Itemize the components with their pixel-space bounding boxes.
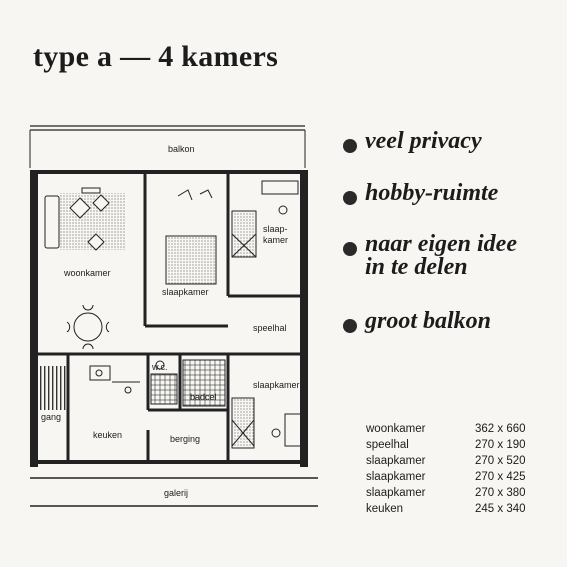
dimension-room: keuken: [366, 503, 404, 515]
label-keuken: keuken: [93, 430, 122, 440]
label-slaapkamer-center: slaapkamer: [162, 287, 209, 297]
dimension-size: 245 x 340: [475, 503, 526, 515]
feature-text: hobby-ruimte: [365, 180, 499, 206]
label-galerij: galerij: [164, 488, 188, 498]
dimension-room: speelhal: [366, 439, 409, 451]
bullet-icon: [343, 139, 357, 153]
dimension-row: slaapkamer 270 x 520: [366, 455, 556, 471]
kitchen-area: [40, 365, 140, 410]
label-berging: berging: [170, 434, 200, 444]
dimension-room: slaapkamer: [366, 487, 426, 499]
dimension-row: keuken 245 x 340: [366, 503, 556, 519]
bathroom-fixtures: [150, 359, 226, 407]
bedroom-lower-furniture: [231, 397, 302, 449]
label-slaapkamer-right-1: slaap-: [263, 224, 288, 234]
dimension-size: 270 x 190: [475, 439, 526, 451]
label-speelhal: speelhal: [253, 323, 287, 333]
dimension-size: 270 x 380: [475, 487, 526, 499]
label-slaapkamer-lower: slaapkamer: [253, 380, 300, 390]
outer-walls: [30, 170, 308, 467]
feature-item: naar eigen idee in te delen: [340, 231, 540, 280]
feature-text: groot balkon: [365, 308, 492, 334]
bedroom-right-furniture: [231, 180, 299, 258]
bullet-icon: [343, 319, 357, 333]
dimension-size: 362 x 660: [475, 423, 526, 435]
label-gang: gang: [41, 412, 61, 422]
dimension-size: 270 x 520: [475, 455, 526, 467]
bullet-icon: [343, 242, 357, 256]
label-badcel: badcel: [190, 392, 217, 402]
label-wc: w.c.: [151, 362, 168, 372]
balcony-rail: [29, 125, 306, 168]
bullet-icon: [343, 191, 357, 205]
dimension-size: 270 x 425: [475, 471, 526, 483]
interior-walls: [38, 172, 300, 462]
feature-text: naar eigen idee in te delen: [365, 231, 517, 280]
dimension-row: slaapkamer 270 x 380: [366, 487, 556, 503]
dimension-room: slaapkamer: [366, 455, 426, 467]
feature-item: groot balkon: [340, 308, 492, 334]
label-woonkamer: woonkamer: [63, 268, 111, 278]
gallery-rail: [30, 477, 318, 507]
dimension-room: woonkamer: [366, 423, 426, 435]
plan-title: type a — 4 kamers: [33, 40, 279, 73]
feature-text: veel privacy: [365, 128, 482, 154]
dimensions-table: woonkamer 362 x 660 speelhal 270 x 190 s…: [366, 423, 556, 519]
dimension-room: slaapkamer: [366, 471, 426, 483]
living-room-furniture: [44, 187, 125, 350]
bedroom-center-furniture: [165, 189, 217, 285]
dimension-row: slaapkamer 270 x 425: [366, 471, 556, 487]
label-balkon: balkon: [168, 144, 195, 154]
dimension-row: woonkamer 362 x 660: [366, 423, 556, 439]
feature-item: hobby-ruimte: [340, 180, 499, 206]
label-slaapkamer-right-2: kamer: [263, 235, 288, 245]
feature-item: veel privacy: [340, 128, 482, 154]
dimension-row: speelhal 270 x 190: [366, 439, 556, 455]
